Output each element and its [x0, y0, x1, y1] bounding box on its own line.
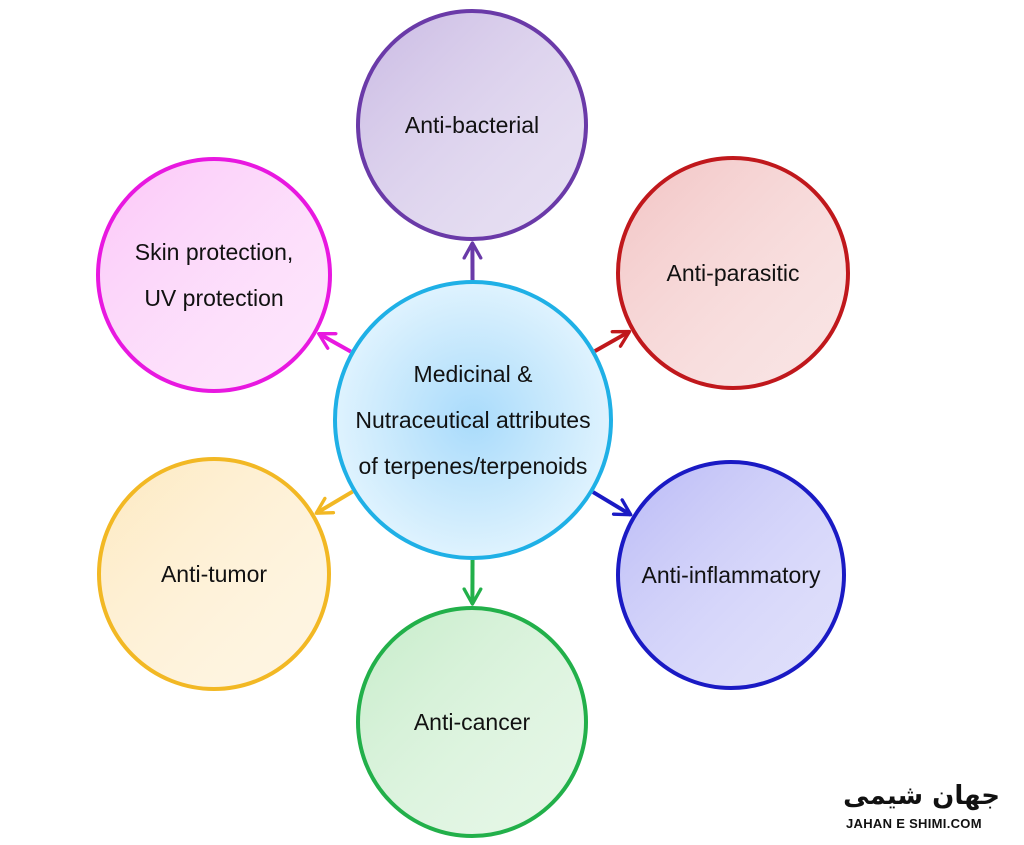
anti-cancer-circle: [356, 606, 588, 838]
anti-inflammatory-label-line-1: Anti-inflammatory: [642, 562, 821, 588]
jahan-e-shimi-logo: جهان شیمی JAHAN E SHIMI.COM: [834, 782, 1006, 834]
arrow-to-anti-tumor: [314, 489, 354, 515]
arrow-to-anti-parasitic: [593, 329, 632, 353]
circles: Anti-bacterialAnti-parasiticAnti-inflamm…: [96, 9, 850, 838]
node-anti-cancer: Anti-cancer: [356, 606, 588, 838]
anti-tumor-label-line-1: Anti-tumor: [161, 561, 267, 587]
skin-protection-label-line-1: Skin protection,: [135, 239, 294, 265]
anti-cancer-label-line-1: Anti-cancer: [414, 709, 531, 735]
skin-protection-label-line-2: UV protection: [144, 285, 283, 311]
anti-tumor-circle: [97, 457, 331, 691]
center-label-line-3: of terpenes/terpenoids: [359, 453, 588, 479]
node-anti-bacterial: Anti-bacterial: [356, 9, 588, 241]
anti-bacterial-circle: [356, 9, 588, 241]
center-label-line-2: Nutraceutical attributes: [355, 407, 590, 433]
node-anti-tumor: Anti-tumor: [97, 457, 331, 691]
logo-latin-text: JAHAN E SHIMI.COM: [846, 816, 982, 831]
arrow-to-skin-protection: [317, 331, 352, 354]
arrows: [314, 241, 633, 606]
center-circle: [333, 280, 613, 560]
arrow-to-anti-inflammatory: [591, 490, 633, 517]
logo-persian-text: جهان شیمی: [843, 781, 1000, 811]
center-label-line-1: Medicinal &: [414, 361, 533, 387]
anti-parasitic-circle: [616, 156, 850, 390]
anti-parasitic-label-line-1: Anti-parasitic: [667, 260, 800, 286]
node-skin-protection: Skin protection, UV protection: [96, 157, 332, 393]
node-anti-inflammatory: Anti-inflammatory: [616, 460, 846, 690]
node-center: Medicinal & Nutraceutical attributes of te…: [333, 280, 613, 560]
skin-protection-circle: [96, 157, 332, 393]
anti-bacterial-label-line-1: Anti-bacterial: [405, 112, 539, 138]
node-anti-parasitic: Anti-parasitic: [616, 156, 850, 390]
anti-inflammatory-circle: [616, 460, 846, 690]
